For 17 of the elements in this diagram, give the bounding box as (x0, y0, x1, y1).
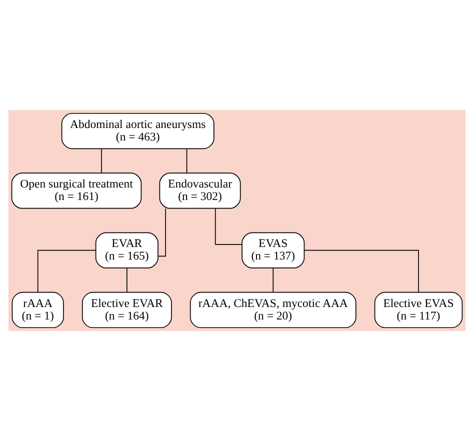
node-box: Elective EVAS (n = 117) (374, 291, 463, 328)
connector (186, 148, 188, 173)
connector (37, 249, 96, 292)
node-box: EVAR (n = 165) (95, 232, 158, 268)
connector (158, 208, 166, 256)
connector (272, 267, 274, 292)
connector (126, 267, 128, 292)
node-box: Elective EVAR (n = 164) (82, 291, 172, 328)
node-box: rAAA, ChEVAS, mycotic AAA (n = 20) (190, 291, 356, 328)
node-box: Abdominal aortic aneurysms (n = 463) (61, 112, 214, 149)
node-box: EVAS (n = 137) (242, 232, 305, 268)
node-box: Endovascular (n = 302) (159, 172, 241, 208)
connector (304, 249, 419, 292)
connector (101, 148, 102, 173)
node-box: Open surgical treatment (n = 161) (11, 172, 142, 208)
connector (214, 208, 242, 244)
node-box: rAAA (n = 1) (12, 291, 64, 328)
